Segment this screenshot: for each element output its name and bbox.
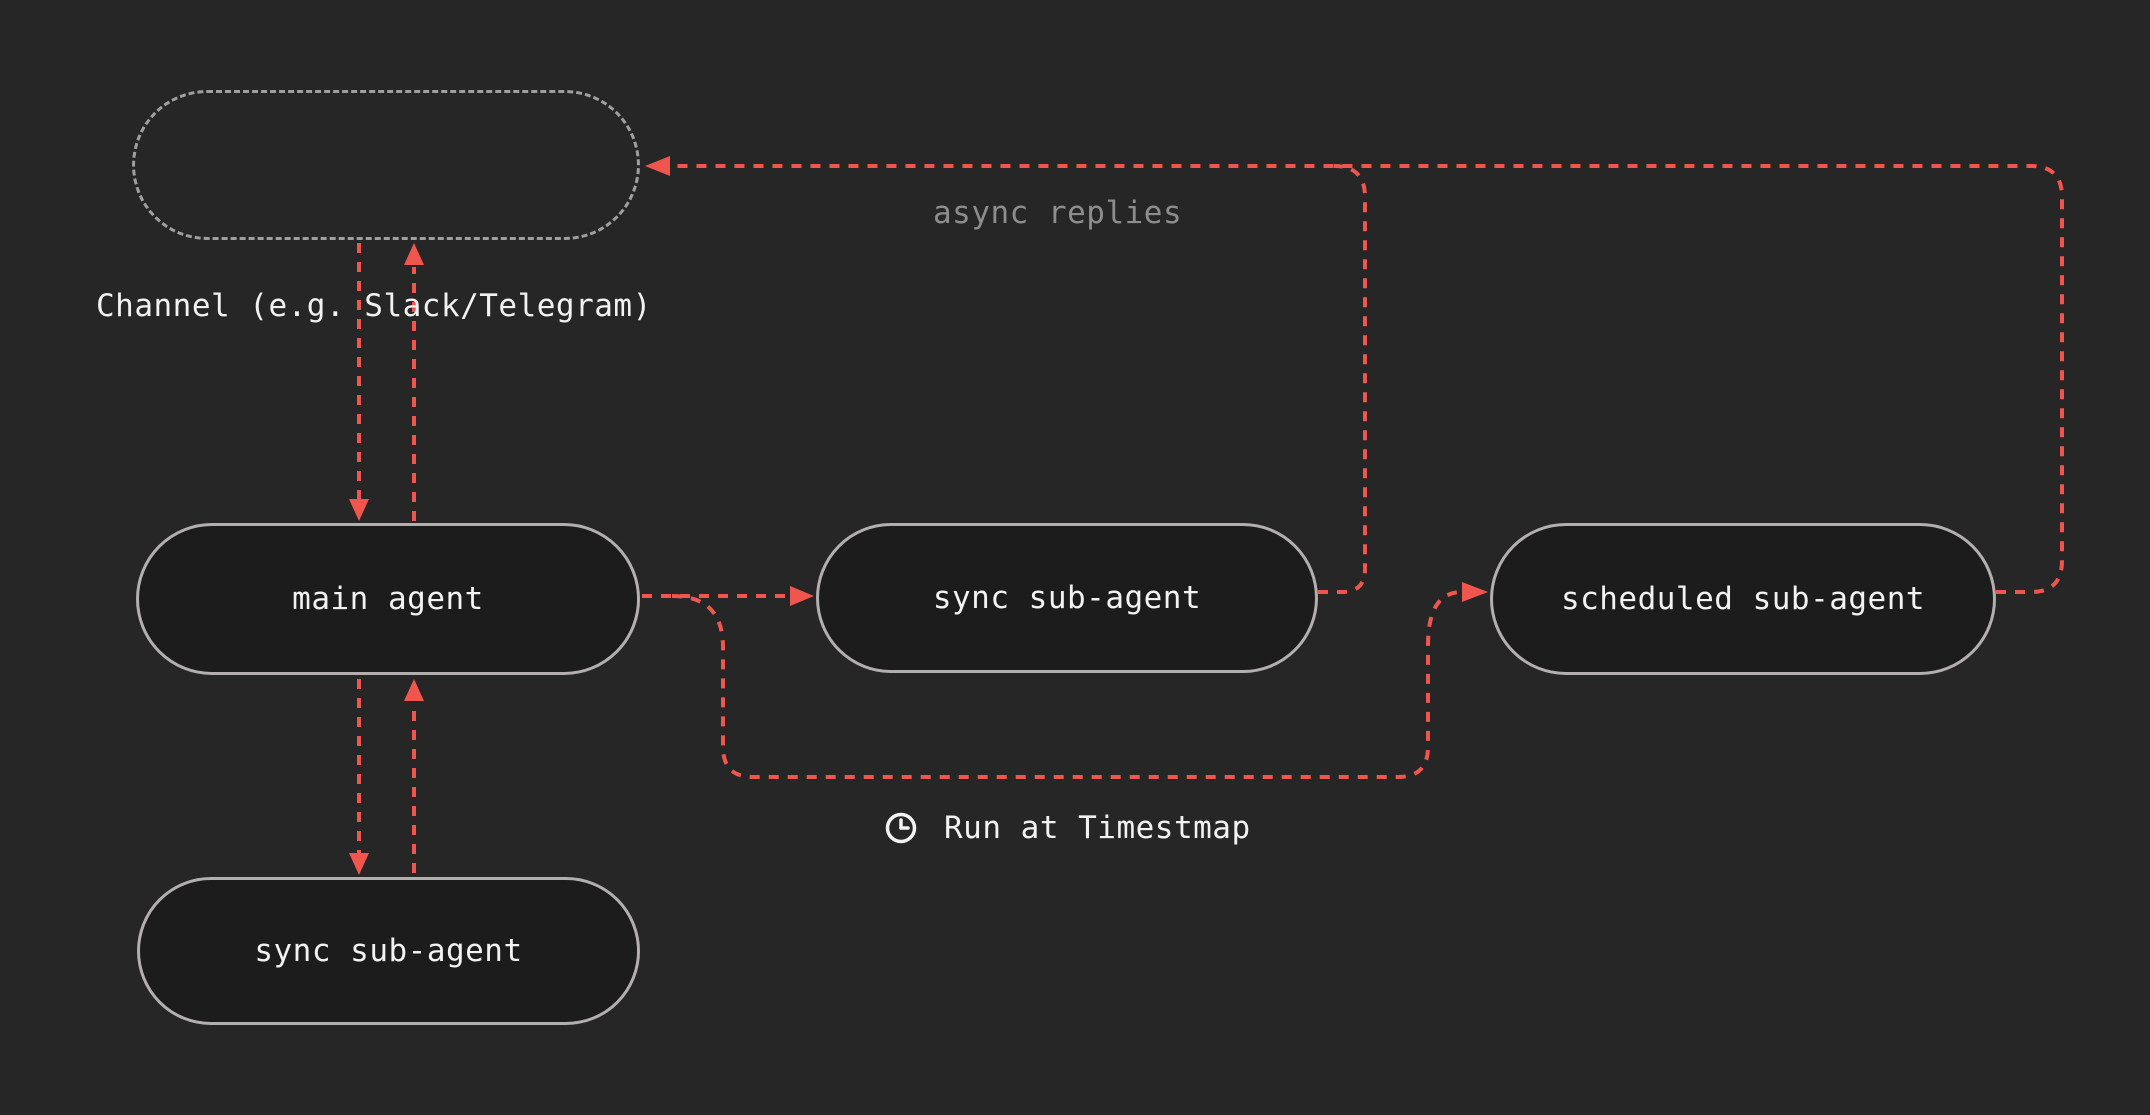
channel-caption: Channel (e.g. Slack/Telegram) <box>96 288 652 324</box>
clock-icon <box>885 812 917 844</box>
node-main-agent-label: main agent <box>292 581 484 617</box>
arrowhead-into-channel-right <box>645 156 670 176</box>
run-at-timestamp-label: Run at Timestmap <box>944 810 1251 846</box>
node-channel[interactable] <box>132 90 640 240</box>
node-main-agent[interactable]: main agent <box>136 523 640 675</box>
edge-scheduled-async-reply <box>672 164 2064 594</box>
node-scheduled-sub-agent-label: scheduled sub-agent <box>1560 581 1926 617</box>
node-sync-sub-agent-bottom[interactable]: sync sub-agent <box>137 877 640 1025</box>
arrowhead-into-sync-mid-left <box>790 586 814 606</box>
run-at-timestamp-group: Run at Timestmap <box>884 810 1251 846</box>
node-sync-sub-agent[interactable]: sync sub-agent <box>816 523 1318 673</box>
edge-main-to-scheduled <box>671 590 1463 779</box>
arrowhead-into-main-bottom <box>404 679 424 701</box>
node-scheduled-sub-agent[interactable]: scheduled sub-agent <box>1490 523 1996 675</box>
edge-sync-mid-async-reply <box>1318 164 1367 594</box>
arrowhead-into-sync-bottom-top <box>349 853 369 875</box>
async-replies-label: async replies <box>933 195 1183 231</box>
arrowhead-into-main-top <box>349 499 369 521</box>
arrowhead-into-scheduled-left <box>1462 582 1488 602</box>
node-sync-sub-agent-bottom-label: sync sub-agent <box>254 933 523 969</box>
arrowhead-into-channel-bottom <box>404 243 424 265</box>
node-sync-sub-agent-label: sync sub-agent <box>932 580 1202 616</box>
